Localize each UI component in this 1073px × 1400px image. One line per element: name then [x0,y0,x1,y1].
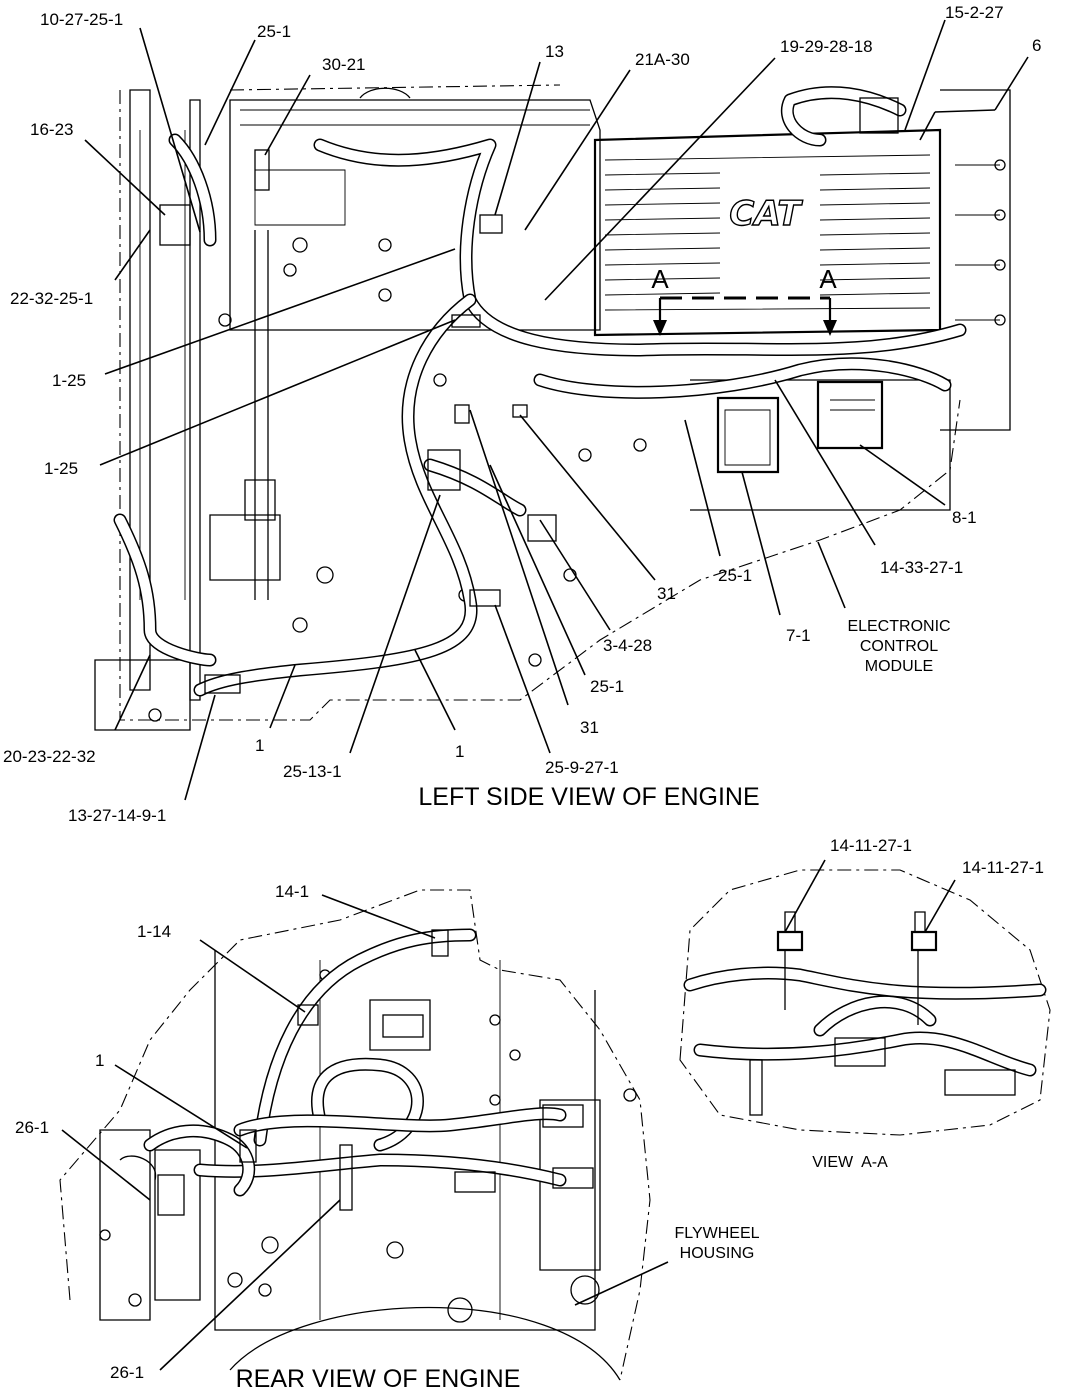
section-line-a-a: A A [651,264,837,336]
callout-1-25-lower: 1-25 [44,459,78,478]
callout-14-11-27-1-right: 14-11-27-1 [962,858,1044,877]
callout-labels: 10-27-25-1 25-1 30-21 16-23 22-32-25-1 1… [3,3,1044,1382]
callout-15-2-27: 15-2-27 [945,3,1004,22]
callout-7-1: 7-1 [786,626,811,645]
callout-3-4-28: 3-4-28 [603,636,652,655]
callout-1-14: 1-14 [137,922,171,941]
callout-14-11-27-1-left: 14-11-27-1 [830,836,912,855]
callout-8-1: 8-1 [952,508,977,527]
callout-25-13-1: 25-13-1 [283,762,342,781]
section-marker-left: A [651,264,669,294]
callout-25-1-center: 25-1 [590,677,624,696]
flywheel-label-line-2: HOUSING [680,1245,755,1262]
ecm-label-line-2: CONTROL [860,638,938,655]
callout-26-1-lower: 26-1 [110,1363,144,1382]
callout-1-rear: 1 [95,1051,104,1070]
callout-16-23: 16-23 [30,120,73,139]
ecm-label-line-1: ELECTRONIC [847,618,950,635]
callout-26-1-upper: 26-1 [15,1118,49,1137]
callout-22-32-25-1: 22-32-25-1 [10,289,93,308]
ecm-label-line-3: MODULE [865,658,933,675]
flywheel-label-line-1: FLYWHEEL [674,1225,759,1242]
callout-14-33-27-1: 14-33-27-1 [880,558,963,577]
left-side-view-title: LEFT SIDE VIEW OF ENGINE [418,783,759,811]
callout-14-1: 14-1 [275,882,309,901]
callout-21a-30: 21A-30 [635,50,690,69]
left-side-view-artwork: CAT [94,84,1011,731]
callout-25-1-top: 25-1 [257,22,291,41]
callout-1-left: 1 [255,736,264,755]
section-marker-right: A [819,264,837,294]
rear-view-title: REAR VIEW OF ENGINE [236,1365,521,1393]
callout-13-27-14-9-1: 13-27-14-9-1 [68,806,166,825]
callout-10-27-25-1: 10-27-25-1 [40,10,123,29]
callout-20-23-22-32: 20-23-22-32 [3,747,96,766]
callout-31-right: 31 [657,584,676,603]
leader-lines [61,19,1029,1371]
callout-19-29-28-18: 19-29-28-18 [780,37,873,56]
view-a-a-artwork [679,869,1051,1136]
cat-brand-mark: CAT [729,194,803,234]
captions: ELECTRONIC CONTROL MODULE FLYWHEEL HOUSI… [236,618,951,1393]
callout-31-center: 31 [580,718,599,737]
callout-1-25-upper: 1-25 [52,371,86,390]
rear-view-artwork [59,889,651,1381]
callout-6: 6 [1032,36,1041,55]
callout-25-1-right: 25-1 [718,566,752,585]
callout-25-9-27-1: 25-9-27-1 [545,758,619,777]
callout-30-21: 30-21 [322,55,365,74]
view-a-a-caption: VIEW A-A [812,1154,888,1171]
callout-1-center: 1 [455,742,464,761]
callout-13: 13 [545,42,564,61]
